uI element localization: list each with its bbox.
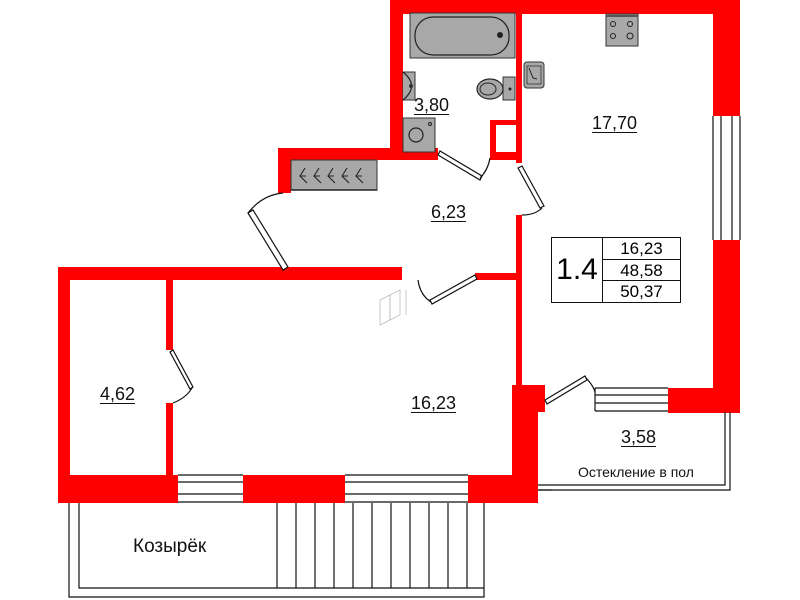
loggia-glazing-note: Остекление в пол	[578, 464, 694, 480]
shoe-rack-icon	[379, 289, 407, 326]
apartment-number: 1.4	[552, 238, 603, 302]
toilet-icon	[476, 76, 516, 101]
bathtub-icon	[409, 12, 516, 59]
stove-icon	[605, 13, 639, 47]
doors	[169, 150, 596, 405]
living-area-value: 16,23	[603, 238, 680, 260]
total-with-balcony-value: 50,37	[620, 282, 663, 302]
apartment-summary-box: 1.4 16,23 48,58 50,37	[551, 237, 681, 303]
washing-machine-icon	[402, 117, 436, 153]
room-area-bathroom: 3,80	[414, 95, 450, 115]
fixtures	[290, 12, 639, 326]
wardrobe-icon	[290, 159, 378, 191]
loggia-outline	[538, 412, 731, 491]
washbasin-icon	[402, 71, 416, 101]
room-area-loggia: 3,58	[621, 427, 657, 447]
room-area-hallway: 6,23	[431, 202, 467, 222]
room-area-storage: 4,62	[100, 384, 136, 404]
walls	[58, 0, 740, 503]
room-area-kitchen: 17,70	[592, 113, 638, 133]
canopy	[68, 489, 552, 598]
room-area-living-room: 16,23	[411, 393, 457, 413]
kitchen-sink-icon	[523, 61, 545, 89]
canopy-label: Козырёк	[133, 536, 207, 557]
total-area-value: 48,58	[603, 260, 680, 282]
